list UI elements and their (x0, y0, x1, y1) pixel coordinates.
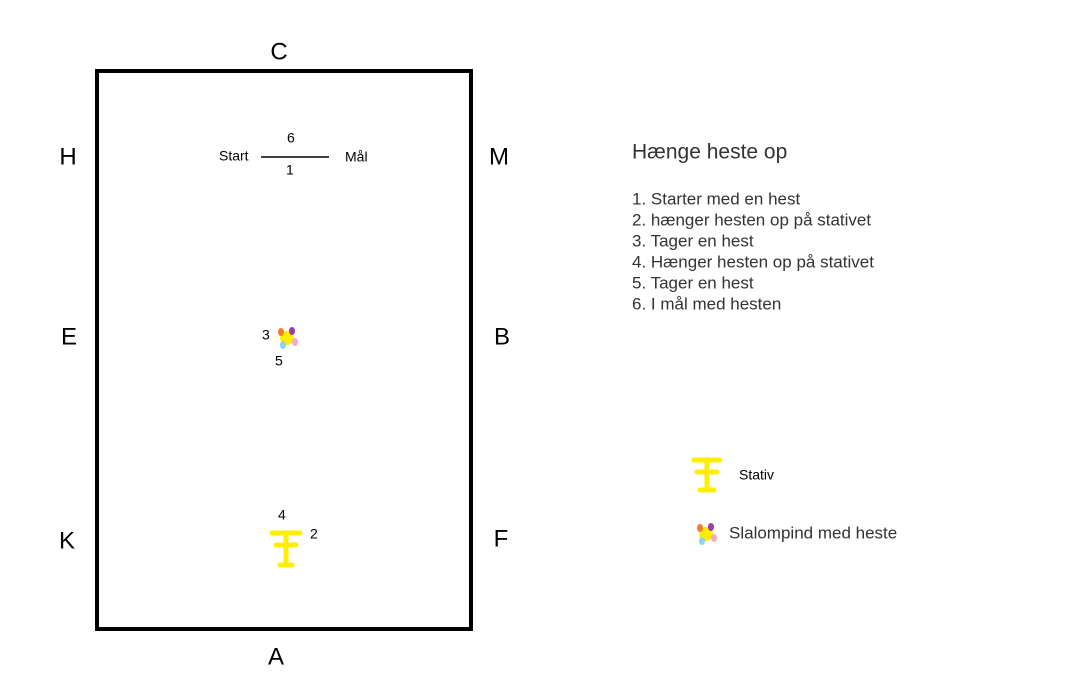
step-marker-2: 2 (310, 526, 318, 542)
arena-letter-a: A (268, 643, 284, 670)
legend-stand-label: Stativ (739, 467, 774, 483)
arena-letter-m: M (489, 143, 509, 170)
slalom-pole-icon (278, 327, 298, 349)
arena-letter-k: K (59, 527, 75, 554)
instruction-step: 4. Hænger hesten op på stativet (632, 252, 874, 271)
instruction-step: 6. I mål med hesten (632, 294, 781, 313)
arena-letter-e: E (61, 323, 77, 350)
finish-label: Mål (345, 149, 368, 165)
instruction-step: 1. Starter med en hest (632, 189, 800, 208)
arena-letter-f: F (494, 525, 509, 552)
legend-slalom-pole-icon (697, 523, 717, 545)
arena-boundary (95, 69, 473, 631)
step-marker-6: 6 (287, 130, 295, 146)
step-marker-5: 5 (275, 353, 283, 369)
legend-pole-label: Slalompind med heste (729, 523, 897, 542)
instruction-step: 3. Tager en hest (632, 231, 754, 250)
instructions-title: Hænge heste op (632, 141, 787, 164)
legend-stand-icon (691, 457, 723, 493)
stand-icon (269, 530, 303, 568)
step-marker-4: 4 (278, 507, 286, 523)
step-marker-3: 3 (262, 327, 270, 343)
arena-letter-h: H (59, 143, 76, 170)
arena-letter-b: B (494, 323, 510, 350)
instruction-step: 5. Tager en hest (632, 273, 754, 292)
instruction-step: 2. hænger hesten op på stativet (632, 210, 871, 229)
step-marker-1: 1 (286, 162, 294, 178)
arena-letter-c: C (270, 38, 287, 65)
start-label: Start (219, 148, 249, 164)
